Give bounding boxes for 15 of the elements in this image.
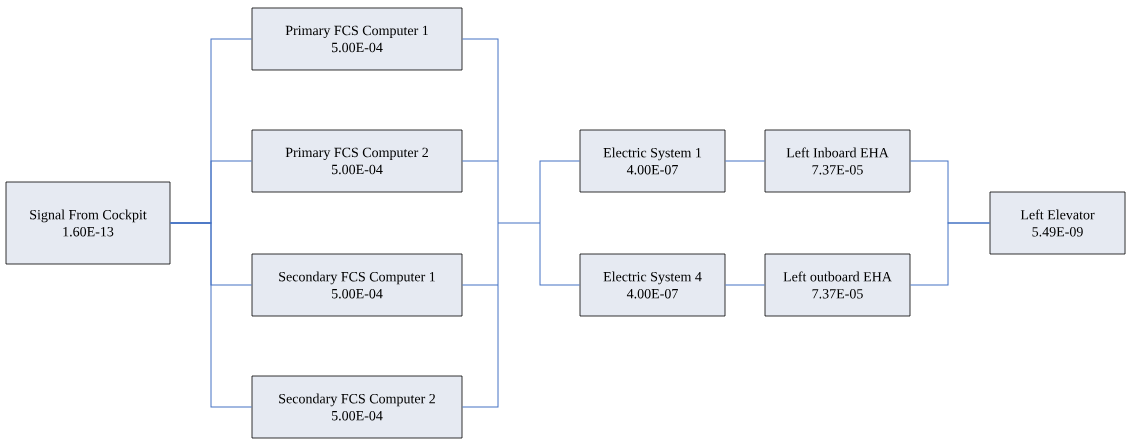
- connector-line: [724, 284, 766, 286]
- block-box: Left Elevator 5.49E-09: [989, 191, 1126, 255]
- block-box: Signal From Cockpit 1.60E-13: [5, 181, 171, 265]
- connector-line: [461, 38, 581, 408]
- block-box: Left outboard EHA 7.37E-05: [764, 253, 911, 317]
- block-box: Left Inboard EHA 7.37E-05: [764, 129, 911, 193]
- connector-line: [724, 160, 766, 162]
- block-box: Primary FCS Computer 2 5.00E-04: [251, 129, 463, 193]
- block-box: Electric System 1 4.00E-07: [579, 129, 726, 193]
- block-box: Secondary FCS Computer 2 5.00E-04: [251, 375, 463, 439]
- connector-line: [909, 222, 991, 286]
- block-box: Electric System 4 4.00E-07: [579, 253, 726, 317]
- block-box: Secondary FCS Computer 1 5.00E-04: [251, 253, 463, 317]
- connector-line: [169, 222, 253, 408]
- block-box: Primary FCS Computer 1 5.00E-04: [251, 7, 463, 71]
